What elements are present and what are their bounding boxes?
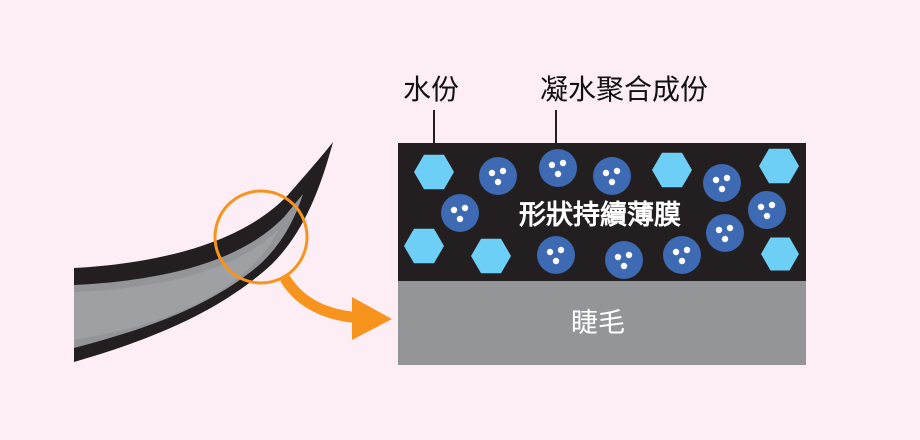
polymer-particle-icon xyxy=(605,241,643,279)
polymer-particle-dot xyxy=(554,170,562,178)
eyelash-illustration xyxy=(74,142,333,362)
polymer-particle-body xyxy=(539,149,577,187)
polymer-particle-dot xyxy=(613,167,621,175)
polymer-particle-body xyxy=(703,164,741,202)
polymer-particle-body xyxy=(479,157,517,195)
polymer-particle-icon xyxy=(703,164,741,202)
polymer-particle-dot xyxy=(456,215,464,223)
polymer-particle-dot xyxy=(494,178,502,186)
zoom-arrow xyxy=(280,274,392,340)
polymer-particle-dot xyxy=(768,201,776,209)
polymer-particle-body xyxy=(537,236,575,274)
particles-group xyxy=(404,148,799,279)
water-label: 水份 xyxy=(403,73,460,106)
arrow-head-icon xyxy=(352,297,392,340)
polymer-particle-dot xyxy=(672,248,680,256)
polymer-particle-dot xyxy=(614,253,622,261)
polymer-particle-body xyxy=(706,214,744,252)
polymer-particle-dot xyxy=(620,262,628,270)
polymer-particle-dot xyxy=(721,235,729,243)
polymer-particle-dot xyxy=(757,203,765,211)
water-particle-hexagon-icon xyxy=(761,237,799,271)
polymer-particle-icon xyxy=(748,191,786,229)
eyelash-inner-highlight xyxy=(74,230,278,340)
polymer-particle-icon xyxy=(479,157,517,195)
polymer-particle-dot xyxy=(763,212,771,220)
polymer-particle-dot xyxy=(678,257,686,265)
polymer-particle-dot xyxy=(718,185,726,193)
polymer-particle-dot xyxy=(546,248,554,256)
polymer-label: 凝水聚合成份 xyxy=(540,73,709,106)
polymer-particle-dot xyxy=(683,246,691,254)
polymer-particle-dot xyxy=(602,169,610,177)
water-particle-hexagon-icon xyxy=(404,228,444,264)
polymer-particle-icon xyxy=(441,194,479,232)
polymer-particle-dot xyxy=(712,176,720,184)
polymer-particle-dot xyxy=(548,161,556,169)
polymer-particle-dot xyxy=(723,174,731,182)
water-particle-hexagon-icon xyxy=(414,154,454,190)
polymer-particle-dot xyxy=(488,169,496,177)
polymer-particle-icon xyxy=(593,157,631,195)
polymer-particle-dot xyxy=(552,257,560,265)
polymer-particle-icon xyxy=(663,236,701,274)
polymer-particle-icon xyxy=(539,149,577,187)
arrow-shaft xyxy=(280,274,368,324)
polymer-particle-dot xyxy=(557,246,565,254)
polymer-particle-dot xyxy=(461,204,469,212)
polymer-particle-dot xyxy=(608,178,616,186)
polymer-particle-dot xyxy=(450,206,458,214)
polymer-particle-dot xyxy=(559,159,567,167)
water-particle-hexagon-icon xyxy=(759,148,799,184)
polymer-particle-body xyxy=(605,241,643,279)
polymer-particle-dot xyxy=(726,224,734,232)
film-label: 形狀持續薄膜 xyxy=(519,200,681,231)
polymer-particle-icon xyxy=(706,214,744,252)
polymer-particle-body xyxy=(663,236,701,274)
polymer-particle-body xyxy=(748,191,786,229)
water-particle-hexagon-icon xyxy=(471,238,511,274)
polymer-particle-body xyxy=(441,194,479,232)
polymer-particle-dot xyxy=(499,167,507,175)
polymer-particle-dot xyxy=(715,226,723,234)
polymer-particle-icon xyxy=(537,236,575,274)
water-particle-hexagon-icon xyxy=(652,152,692,188)
polymer-particle-dot xyxy=(625,251,633,259)
polymer-particle-body xyxy=(593,157,631,195)
eyelash-layer xyxy=(398,281,806,365)
magnifier-circle xyxy=(213,189,309,285)
eyelash-label: 睫毛 xyxy=(571,308,625,339)
